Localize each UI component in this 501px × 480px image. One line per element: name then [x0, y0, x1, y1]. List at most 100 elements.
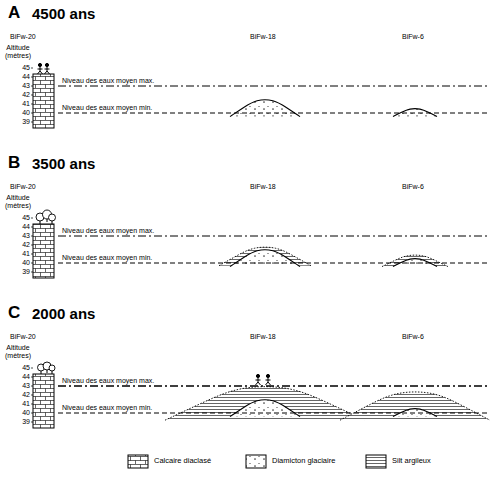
- water-level-label: Niveau des eaux moyen min.: [62, 104, 152, 112]
- diamicton-mound-fill: [230, 250, 300, 267]
- panel-illustration: [31, 362, 490, 428]
- axis-tick: [31, 263, 33, 264]
- panel-title: 3500 ans: [32, 156, 95, 173]
- axis-title: Altitude (mètres): [2, 44, 34, 59]
- panel-letter: A: [8, 4, 20, 23]
- min-water-line: [58, 413, 490, 414]
- site-name: BiFw-18: [250, 33, 276, 41]
- axis-tick: [31, 68, 33, 69]
- axis-number: 41: [22, 100, 30, 108]
- water-level-label: Niveau des eaux moyen min.: [62, 254, 152, 262]
- axis-number: 44: [22, 73, 30, 81]
- legend-text: Diamicton glaciaire: [272, 457, 335, 465]
- axis-number: 41: [22, 250, 30, 258]
- person-icon: [266, 374, 271, 385]
- site-name: BiFw-20: [10, 183, 36, 191]
- min-water-line: [58, 113, 490, 114]
- axis-number: 42: [22, 241, 30, 249]
- water-level-label: Niveau des eaux moyen max.: [62, 77, 154, 85]
- axis-tick: [31, 368, 33, 369]
- diamicton-mound-fill: [230, 400, 300, 417]
- axis-tick: [31, 272, 33, 273]
- axis-number: 40: [22, 259, 30, 267]
- limestone-column: [33, 374, 54, 428]
- silt-layer-fill: [219, 247, 311, 266]
- axis-number: 39: [22, 418, 30, 426]
- site-name: BiFw-20: [10, 33, 36, 41]
- diamicton-mound-outline: [230, 100, 300, 117]
- axis-number: 44: [22, 373, 30, 381]
- tree-icon: [49, 214, 56, 224]
- person-icon: [256, 374, 261, 385]
- panel-illustration: [31, 63, 490, 128]
- site-name: BiFw-18: [250, 183, 276, 191]
- silt-layer-outline: [382, 255, 448, 266]
- water-level-label: Niveau des eaux moyen min.: [62, 404, 152, 412]
- silt-layer-fill: [340, 392, 490, 420]
- site-name: BiFw-18: [250, 333, 276, 341]
- axis-tick: [31, 422, 33, 423]
- axis-tick: [31, 254, 33, 255]
- diamicton-mound-outline: [230, 400, 300, 417]
- water-level-label: Niveau des eaux moyen max.: [62, 377, 154, 385]
- axis-number: 44: [22, 223, 30, 231]
- panel-letter: B: [8, 154, 20, 173]
- legend-swatch: [128, 455, 148, 468]
- silt-layer-outline: [340, 392, 490, 420]
- axis-tick: [31, 377, 33, 378]
- panel-title: 2000 ans: [32, 306, 95, 323]
- panel-title: 4500 ans: [32, 6, 95, 23]
- panel-letter: C: [8, 304, 20, 323]
- axis-number: 42: [22, 91, 30, 99]
- axis-tick: [31, 113, 33, 114]
- axis-tick: [31, 245, 33, 246]
- axis-number: 40: [22, 409, 30, 417]
- min-water-line: [58, 263, 490, 264]
- axis-number: 45: [22, 64, 30, 72]
- silt-layer-fill: [165, 387, 365, 421]
- axis-number: 45: [22, 364, 30, 372]
- axis-tick: [31, 218, 33, 219]
- panel-illustration: [31, 210, 490, 278]
- max-water-line: [58, 385, 490, 386]
- limestone-column: [33, 224, 54, 278]
- axis-tick: [31, 395, 33, 396]
- site-name: BiFw-6: [402, 183, 424, 191]
- diamicton-mound-fill: [230, 100, 300, 117]
- person-icon: [38, 63, 43, 74]
- axis-number: 43: [22, 382, 30, 390]
- diamicton-mound-outline: [230, 250, 300, 267]
- legend-text: Silt argileux: [392, 457, 431, 465]
- axis-number: 43: [22, 232, 30, 240]
- water-level-label: Niveau des eaux moyen max.: [62, 227, 154, 235]
- axis-tick: [31, 86, 33, 87]
- axis-number: 42: [22, 391, 30, 399]
- axis-number: 39: [22, 118, 30, 126]
- axis-title: Altitude (mètres): [2, 344, 34, 359]
- axis-number: 39: [22, 268, 30, 276]
- legend-text: Calcaire diaclasé: [154, 457, 211, 465]
- legend-swatch: [246, 455, 266, 468]
- axis-tick: [31, 386, 33, 387]
- axis-tick: [31, 227, 33, 228]
- silt-layer-outline: [219, 247, 311, 266]
- limestone-column: [33, 74, 54, 128]
- axis-number: 41: [22, 400, 30, 408]
- axis-number: 43: [22, 82, 30, 90]
- axis-tick: [31, 236, 33, 237]
- axis-tick: [31, 77, 33, 78]
- max-water-line: [58, 86, 490, 87]
- silt-layer-fill: [382, 255, 448, 266]
- axis-tick: [31, 104, 33, 105]
- site-name: BiFw-6: [402, 33, 424, 41]
- axis-title: Altitude (mètres): [2, 194, 34, 209]
- axis-tick: [31, 95, 33, 96]
- axis-tick: [31, 404, 33, 405]
- site-name: BiFw-6: [402, 333, 424, 341]
- legend-swatch: [366, 455, 386, 468]
- silt-layer-outline: [165, 387, 365, 421]
- axis-tick: [31, 122, 33, 123]
- axis-number: 45: [22, 214, 30, 222]
- tree-icon: [49, 365, 55, 374]
